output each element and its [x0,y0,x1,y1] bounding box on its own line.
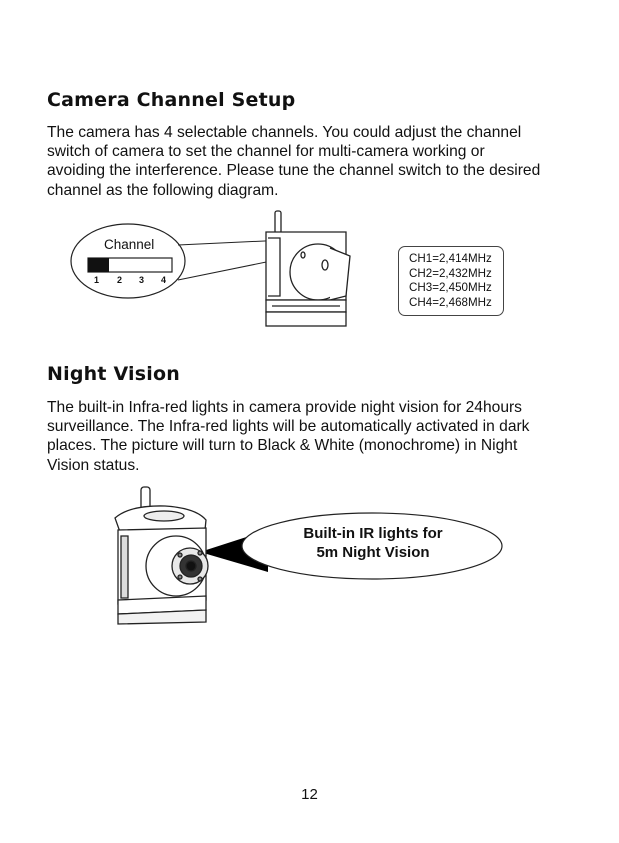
section-heading-channel-setup: Camera Channel Setup [47,89,296,111]
camera-side-view-icon [265,210,351,327]
night-vision-paragraph: The built-in Infra-red lights in camera … [47,398,587,475]
frequency-item: CH1=2,414MHz [409,252,492,265]
camera-front-view-icon [114,486,209,625]
switch-number: 1 [94,275,100,285]
callout-line: 5m Night Vision [316,544,430,561]
paragraph-line: channel as the following diagram. [47,181,279,199]
channel-switch-icon [87,257,173,273]
frequency-item: CH2=2,432MHz [409,266,492,280]
callout-line: Built-in IR lights for [303,525,443,542]
paragraph-line: surveillance. The Infra-red lights will … [47,418,530,436]
paragraph-line: places. The picture will turn to Black &… [47,437,518,455]
ir-callout-text: Built-in IR lights for 5m Night Vision [268,524,478,562]
page-number: 12 [301,786,318,803]
channel-label: Channel [104,237,155,252]
frequency-item: CH4=2,468MHz [409,295,492,309]
switch-number: 3 [139,275,145,285]
paragraph-line: avoiding the interference. Please tune t… [47,162,541,180]
switch-number: 2 [117,275,123,285]
ir-callout-bubble [241,512,503,580]
channel-setup-paragraph: The camera has 4 selectable channels. Yo… [47,123,587,200]
switch-number: 4 [161,275,167,285]
paragraph-line: switch of camera to set the channel for … [47,143,485,161]
frequency-item: CH3=2,450MHz [409,281,492,295]
paragraph-line: The built-in Infra-red lights in camera … [47,399,522,416]
frequency-table: CH1=2,414MHz CH2=2,432MHz CH3=2,450MHz C… [398,246,504,316]
paragraph-line: Vision status. [47,456,140,474]
section-heading-night-vision: Night Vision [47,363,180,385]
paragraph-line: The camera has 4 selectable channels. Yo… [47,124,522,141]
